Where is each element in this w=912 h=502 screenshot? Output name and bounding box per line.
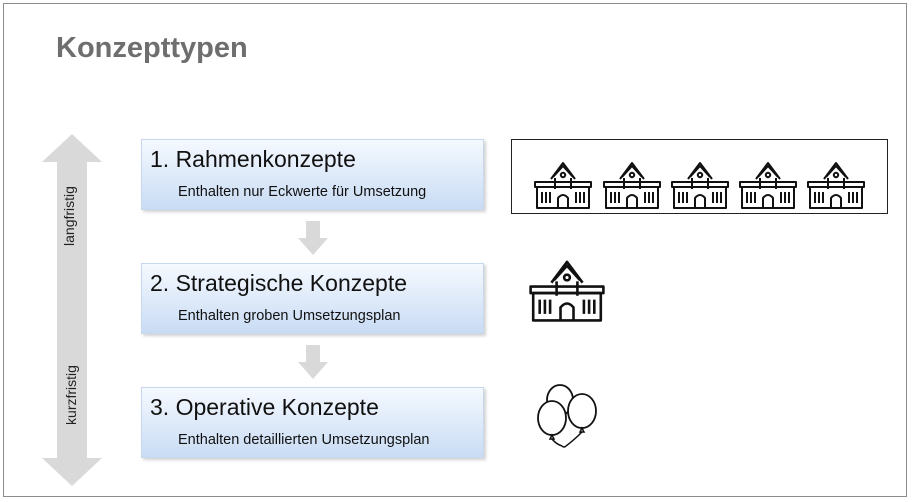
school-building-icon xyxy=(528,258,606,323)
axis-label-long-term: langfristig xyxy=(60,186,77,246)
balloons-icon xyxy=(537,384,597,448)
time-axis-arrow xyxy=(42,134,102,486)
concept-box-operative: 3. Operative Konzepte Enthalten detailli… xyxy=(141,387,484,458)
school-building-icon xyxy=(670,160,730,210)
concept-box-strategic: 2. Strategische Konzepte Enthalten grobe… xyxy=(141,263,484,334)
school-building-icon xyxy=(533,160,593,210)
concept-subtitle: Enthalten detaillierten Umsetzungsplan xyxy=(178,432,430,448)
down-arrow-icon xyxy=(298,221,328,255)
school-building-icon xyxy=(806,160,866,210)
concept-subtitle: Enthalten groben Umsetzungsplan xyxy=(178,308,401,324)
concept-subtitle: Enthalten nur Eckwerte für Umsetzung xyxy=(178,184,427,200)
concept-title: 2. Strategische Konzepte xyxy=(150,270,407,296)
concept-box-framework: 1. Rahmenkonzepte Enthalten nur Eckwerte… xyxy=(141,139,484,210)
framework-icons-frame xyxy=(511,139,888,214)
down-arrow-icon xyxy=(298,345,328,379)
school-building-icon xyxy=(602,160,662,210)
double-arrow-icon xyxy=(42,134,102,486)
concept-title: 1. Rahmenkonzepte xyxy=(150,146,356,172)
school-building-icon xyxy=(738,160,798,210)
slide-title: Konzepttypen xyxy=(56,32,248,64)
concept-title: 3. Operative Konzepte xyxy=(150,394,379,420)
axis-label-short-term: kurzfristig xyxy=(62,365,79,425)
